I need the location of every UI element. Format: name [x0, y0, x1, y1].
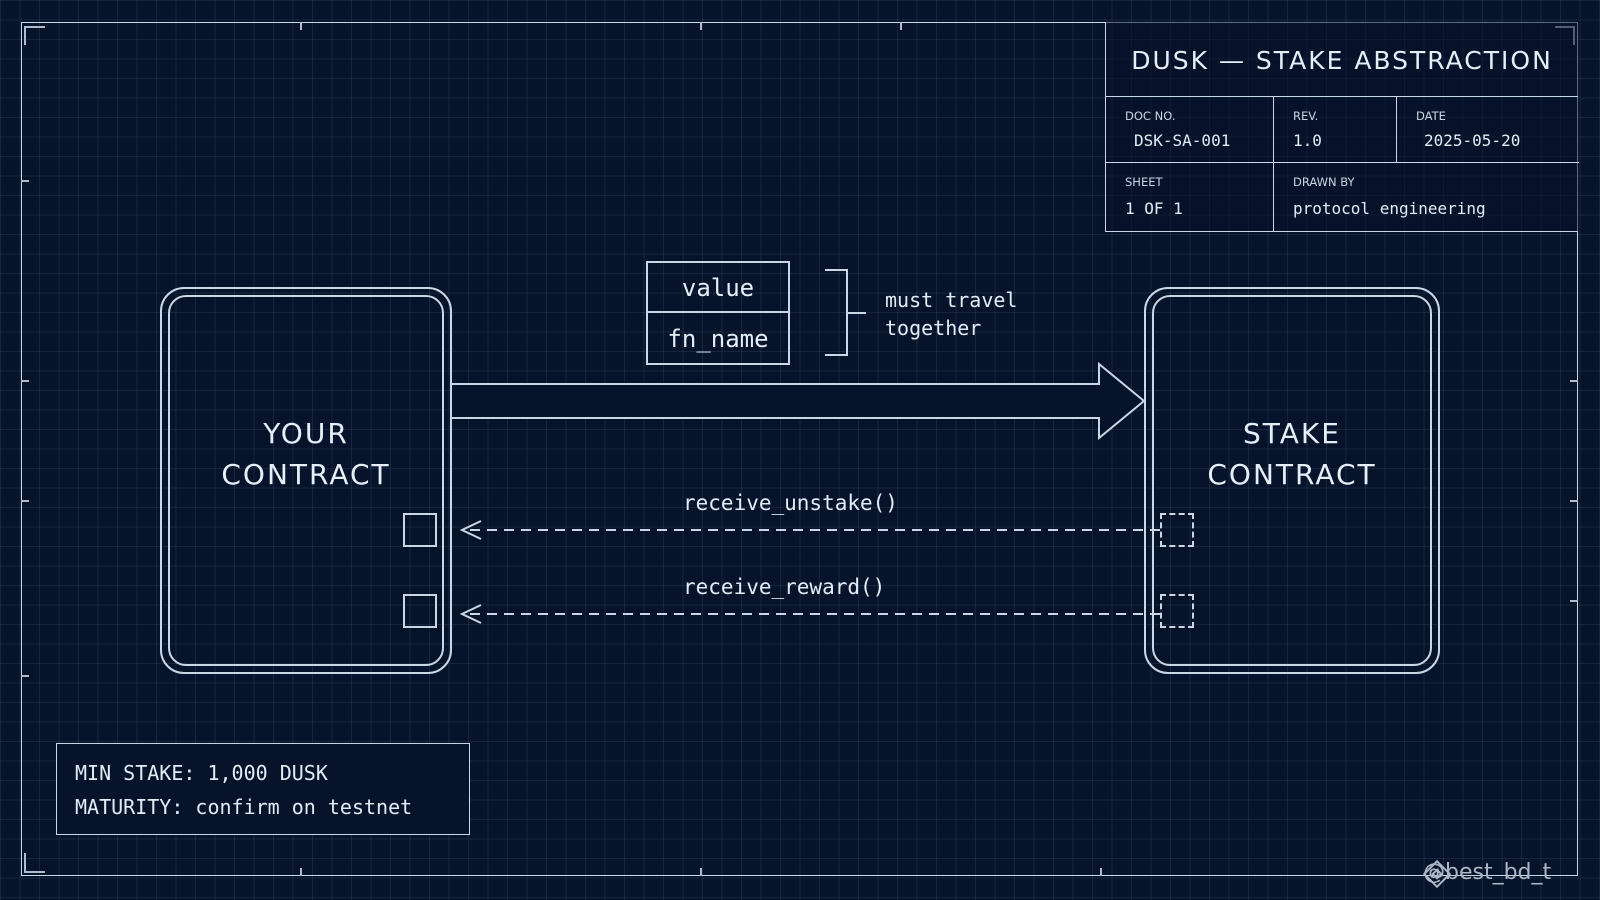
- rev-cell: REV. 1.0: [1274, 97, 1397, 163]
- your-contract-label-line-1: YOUR: [263, 417, 349, 450]
- title-block: DUSK — STAKE ABSTRACTION DOC NO. DSK-SA-…: [1105, 22, 1579, 232]
- payload-note-line-1: must travel: [885, 288, 1018, 312]
- stake-contract-inner-border: [1152, 295, 1432, 666]
- watermark-handle: @best_bd_t: [1423, 860, 1552, 885]
- payload-note-line-2: together: [885, 316, 982, 340]
- payload-bracket: [825, 269, 866, 356]
- doc-no-label: DOC NO.: [1125, 109, 1176, 123]
- doc-no-value: DSK-SA-001: [1134, 131, 1231, 150]
- unstake-sender-port: [1160, 513, 1194, 547]
- doc-no-cell: DOC NO. DSK-SA-001: [1106, 97, 1274, 163]
- frame-tick: [21, 380, 29, 382]
- your-contract-label-line-2: CONTRACT: [221, 458, 391, 491]
- payload-note: must travel together: [885, 286, 1017, 342]
- your-contract-inner-border: [168, 295, 444, 666]
- stake-contract-node: STAKE CONTRACT: [1144, 287, 1440, 674]
- drawn-by-value: protocol engineering: [1293, 199, 1486, 218]
- rev-label: REV.: [1293, 109, 1319, 123]
- document-title: DUSK — STAKE ABSTRACTION: [1106, 22, 1578, 97]
- reward-callback-arrowhead: [459, 604, 482, 624]
- frame-tick: [1100, 868, 1102, 876]
- frame-tick: [1570, 380, 1578, 382]
- payload-field-fn-name: fn_name: [667, 325, 769, 353]
- sheet-value: 1 OF 1: [1125, 199, 1183, 218]
- date-label: DATE: [1416, 109, 1446, 123]
- frame-tick: [1570, 500, 1578, 502]
- frame-tick: [700, 22, 702, 30]
- frame-tick: [21, 500, 29, 502]
- receive-unstake-label: receive_unstake(): [683, 491, 898, 515]
- payload-box: value fn_name: [646, 261, 790, 365]
- stake-contract-label-line-2: CONTRACT: [1207, 458, 1377, 491]
- receive-reward-label: receive_reward(): [683, 575, 886, 599]
- frame-tick: [21, 180, 29, 182]
- stake-contract-label-line-1: STAKE: [1243, 417, 1341, 450]
- date-value: 2025-05-20: [1424, 131, 1521, 150]
- drawn-by-label: DRAWN BY: [1293, 175, 1355, 189]
- maturity-text: MATURITY: confirm on testnet: [75, 795, 413, 819]
- specs-box: MIN STAKE: 1,000 DUSK MATURITY: confirm …: [56, 743, 470, 835]
- sheet-label: SHEET: [1125, 175, 1163, 189]
- frame-tick: [700, 868, 702, 876]
- frame-tick: [300, 22, 302, 30]
- date-cell: DATE 2025-05-20: [1397, 97, 1579, 163]
- unstake-receiver-port: [403, 513, 437, 547]
- frame-tick: [1570, 600, 1578, 602]
- rev-value: 1.0: [1293, 131, 1322, 150]
- frame-tick: [300, 868, 302, 876]
- sheet-cell: SHEET 1 OF 1: [1106, 163, 1274, 232]
- unstake-callback-arrowhead: [459, 520, 482, 540]
- drawn-by-cell: DRAWN BY protocol engineering: [1274, 163, 1579, 232]
- reward-sender-port: [1160, 594, 1194, 628]
- drawing-frame: [21, 22, 1578, 876]
- reward-receiver-port: [403, 594, 437, 628]
- frame-tick: [900, 22, 902, 30]
- your-contract-node: YOUR CONTRACT: [160, 287, 452, 674]
- payload-field-value: value: [648, 263, 788, 313]
- min-stake-text: MIN STAKE: 1,000 DUSK: [75, 761, 328, 785]
- call-arrow: [452, 361, 1146, 441]
- frame-tick: [21, 675, 29, 677]
